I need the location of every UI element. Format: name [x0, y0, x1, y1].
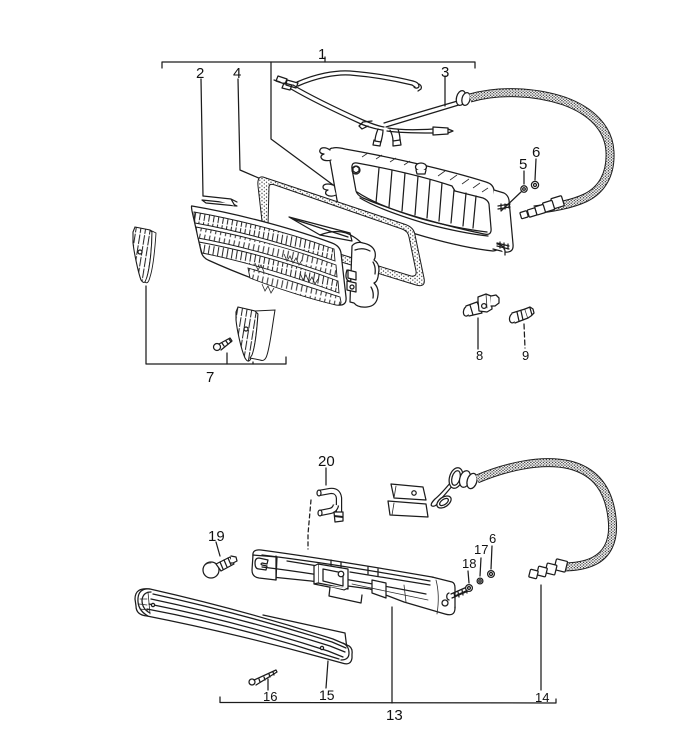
svg-text:18: 18 [462, 556, 476, 571]
svg-text:9: 9 [522, 348, 529, 363]
svg-text:17: 17 [474, 542, 488, 557]
svg-text:3: 3 [441, 64, 449, 81]
svg-text:8: 8 [476, 348, 483, 363]
svg-text:19: 19 [208, 528, 225, 545]
svg-text:4: 4 [233, 65, 241, 82]
svg-text:16: 16 [263, 689, 277, 704]
svg-text:7: 7 [206, 369, 214, 386]
svg-text:5: 5 [519, 156, 527, 173]
svg-text:2: 2 [196, 65, 204, 82]
svg-text:20: 20 [318, 453, 335, 470]
svg-text:1: 1 [318, 46, 326, 63]
svg-text:14: 14 [535, 690, 549, 705]
svg-text:13: 13 [386, 707, 403, 724]
svg-text:6: 6 [489, 531, 496, 546]
svg-text:15: 15 [319, 687, 335, 703]
svg-text:6: 6 [532, 144, 540, 161]
